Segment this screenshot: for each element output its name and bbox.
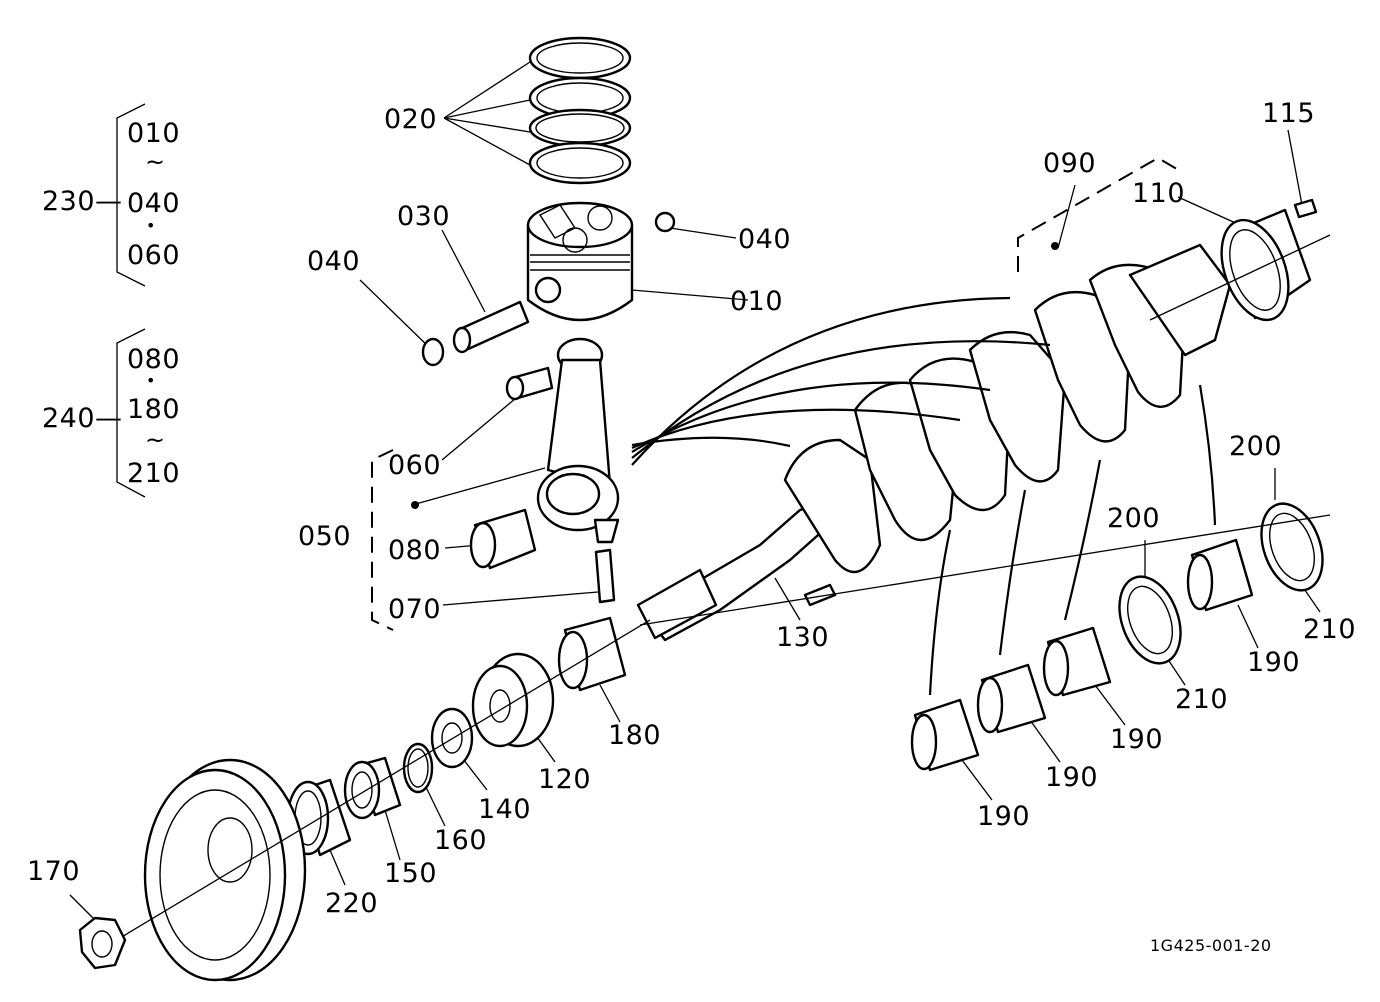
key — [803, 583, 837, 607]
group-230-separator-1: ~ — [145, 148, 166, 176]
part-label-190-a: 190 — [977, 801, 1031, 832]
group-240-separator-1: • — [146, 371, 156, 390]
group-230-number: 230 — [42, 186, 96, 217]
piston-rings — [528, 36, 632, 185]
assembly-arrows — [631, 296, 1217, 696]
part-label-200-a: 200 — [1107, 503, 1161, 534]
part-label-060: 060 — [388, 450, 442, 481]
part-label-190-b: 190 — [1045, 762, 1099, 793]
group-230-item-1: 010 — [127, 118, 181, 149]
pulley — [99, 619, 651, 982]
main-bearings — [557, 538, 1254, 772]
part-label-110: 110 — [1132, 178, 1186, 209]
group-230-separator-2: • — [146, 216, 156, 235]
piston — [526, 201, 676, 322]
thrust-washers — [1118, 502, 1324, 665]
drawing-id: 1G425-001-20 — [1150, 936, 1272, 955]
assembly-brackets — [116, 103, 1183, 631]
part-label-200-b: 200 — [1229, 431, 1283, 462]
part-label-140: 140 — [478, 794, 532, 825]
crank-nut — [78, 916, 127, 970]
part-label-210-a: 210 — [1175, 684, 1229, 715]
part-label-040-right: 040 — [738, 224, 792, 255]
group-240-separator-2: ~ — [145, 426, 166, 454]
wear-sleeve — [1220, 198, 1318, 322]
part-label-190-c: 190 — [1110, 724, 1164, 755]
part-label-180: 180 — [608, 720, 662, 751]
group-240-number: 240 — [42, 403, 96, 434]
part-label-090: 090 — [1043, 148, 1097, 179]
part-label-120: 120 — [538, 764, 592, 795]
part-label-210-b: 210 — [1303, 614, 1357, 645]
group-240-item-2: 180 — [127, 394, 181, 425]
crank-gear-assembly — [343, 652, 555, 820]
part-label-020: 020 — [384, 104, 438, 135]
conrod-bearing — [469, 508, 537, 570]
part-label-010: 010 — [730, 286, 784, 317]
part-label-220: 220 — [325, 888, 379, 919]
part-label-170: 170 — [27, 856, 81, 887]
part-label-150: 150 — [384, 858, 438, 889]
part-label-040-left: 040 — [307, 246, 361, 277]
crankshaft — [411, 242, 1232, 642]
part-label-190-d: 190 — [1247, 647, 1301, 678]
group-230-tick: — — [95, 186, 123, 217]
group-240-item-3: 210 — [127, 458, 181, 489]
group-230-item-3: 060 — [127, 240, 181, 271]
part-label-115: 115 — [1262, 98, 1316, 129]
group-230-item-2: 040 — [127, 188, 181, 219]
part-label-160: 160 — [434, 825, 488, 856]
part-label-130: 130 — [776, 622, 830, 653]
group-240-tick: — — [95, 403, 123, 434]
part-label-080: 080 — [388, 535, 442, 566]
group-240-item-1: 080 — [127, 344, 181, 375]
piston-pin — [421, 300, 530, 367]
part-label-050: 050 — [298, 521, 352, 552]
part-label-030: 030 — [397, 201, 451, 232]
part-label-070: 070 — [388, 594, 442, 625]
connecting-rod — [505, 337, 620, 604]
